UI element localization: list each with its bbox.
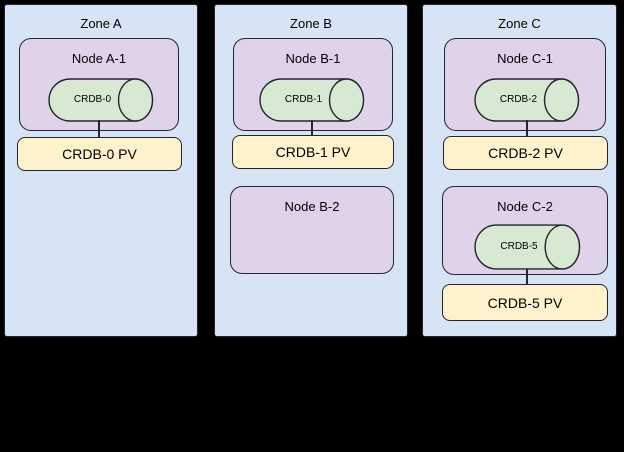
zone-label: Zone C xyxy=(498,16,541,31)
pv-crdb-5: CRDB-5 PV xyxy=(442,284,608,321)
database-cylinder-icon xyxy=(474,78,580,122)
node-b-1: Node B-1 CRDB-1 xyxy=(233,38,393,131)
zone-b: Zone B Node B-1 CRDB-1 CRDB-1 PV Node B-… xyxy=(214,4,408,337)
node-a-1: Node A-1 CRDB-0 xyxy=(19,38,179,131)
pv-crdb-0: CRDB-0 PV xyxy=(17,137,182,171)
database-cylinder-icon xyxy=(48,78,154,122)
node-label: Node B-1 xyxy=(285,51,341,66)
node-b-2: Node B-2 xyxy=(230,186,394,274)
crdb-5-cylinder: CRDB-5 xyxy=(474,224,581,270)
node-c-1: Node C-1 CRDB-2 xyxy=(444,38,606,131)
pv-crdb-2: CRDB-2 PV xyxy=(443,136,608,170)
node-label: Node B-2 xyxy=(284,199,340,214)
zone-label: Zone B xyxy=(290,16,332,31)
zone-label: Zone A xyxy=(80,16,122,31)
cylinder-label: CRDB-5 xyxy=(500,241,538,252)
pv-crdb-1: CRDB-1 PV xyxy=(232,135,394,169)
node-label: Node C-1 xyxy=(497,51,553,66)
database-cylinder-icon xyxy=(259,78,365,122)
pv-label: CRDB-2 PV xyxy=(488,145,563,161)
cylinder-label: CRDB-2 xyxy=(499,94,538,105)
node-label: Node A-1 xyxy=(71,51,127,66)
zone-c: Zone C Node C-1 CRDB-2 CRDB-2 PV Node C-… xyxy=(422,4,617,337)
connector-line xyxy=(526,269,528,285)
node-c-2: Node C-2 CRDB-5 xyxy=(442,186,608,275)
zone-a: Zone A Node A-1 CRDB-0 CRDB-0 PV xyxy=(4,4,198,337)
node-label: Node C-2 xyxy=(497,199,553,214)
cylinder-label: CRDB-0 xyxy=(73,94,112,105)
crdb-0-cylinder: CRDB-0 xyxy=(48,78,154,122)
connector-line xyxy=(98,120,100,140)
crdb-2-cylinder: CRDB-2 xyxy=(474,78,580,122)
cylinder-label: CRDB-1 xyxy=(284,94,323,105)
connector-line xyxy=(311,120,313,137)
connector-line xyxy=(526,120,528,138)
pv-label: CRDB-1 PV xyxy=(275,144,351,160)
crdb-1-cylinder: CRDB-1 xyxy=(259,78,365,122)
pv-label: CRDB-0 PV xyxy=(62,146,137,162)
database-cylinder-icon xyxy=(474,224,581,270)
pv-label: CRDB-5 PV xyxy=(487,294,563,311)
